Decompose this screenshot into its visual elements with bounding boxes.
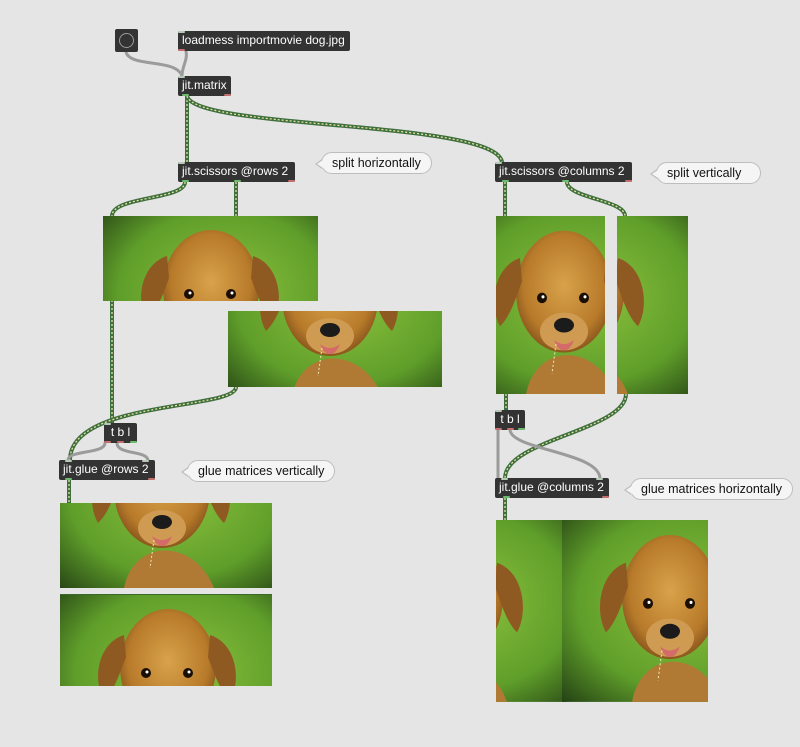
outlet[interactable] [625, 180, 632, 182]
inlet[interactable] [178, 162, 185, 164]
inlet[interactable] [65, 460, 72, 462]
pwindow-glued-columns[interactable] [496, 520, 708, 702]
outlet[interactable] [234, 180, 241, 182]
jit-scissors-rows-object[interactable]: jit.scissors @rows 2 [178, 162, 295, 182]
outlet[interactable] [182, 94, 189, 96]
cord-right-half-to-glue-stripe [504, 393, 627, 479]
cord-scissors-rows-out1-stripe [111, 181, 186, 217]
jit-glue-columns-object[interactable]: jit.glue @columns 2 [495, 478, 609, 498]
outlet[interactable] [507, 428, 514, 430]
object-label: jit.scissors @rows 2 [182, 164, 289, 178]
comment-glue-horizontally: glue matrices horizontally [623, 478, 794, 500]
outlet[interactable] [224, 94, 231, 96]
pwindow-top-half[interactable] [103, 216, 318, 301]
pwindow-bottom-half[interactable] [228, 311, 442, 387]
loadmess-message[interactable]: loadmess importmovie dog.jpg [178, 31, 350, 51]
object-label: jit.glue @columns 2 [499, 480, 604, 494]
cord-matrix-to-scissors-columns-stripe [186, 95, 503, 163]
jit-scissors-columns-object[interactable]: jit.scissors @columns 2 [495, 162, 632, 182]
object-label: loadmess importmovie dog.jpg [182, 33, 345, 47]
outlet[interactable] [503, 496, 510, 498]
cord-loadmess-to-matrix[interactable] [180, 49, 188, 78]
cord-right-half-to-glue[interactable] [503, 392, 628, 480]
outlet[interactable] [502, 180, 509, 182]
outlet[interactable] [65, 478, 72, 480]
bang-button[interactable] [115, 29, 138, 52]
inlet[interactable] [142, 460, 149, 462]
outlet[interactable] [518, 428, 525, 430]
bang-icon [119, 33, 134, 48]
comment-glue-vertically: glue matrices vertically [180, 460, 336, 482]
trigger-left-object[interactable]: t b l [104, 423, 137, 443]
cord-trigger-list-left[interactable] [115, 441, 150, 462]
cord-scissors-columns-out2-stripe [566, 181, 626, 217]
outlet[interactable] [130, 441, 137, 443]
outlet[interactable] [182, 180, 189, 182]
object-label: jit.glue @rows 2 [63, 462, 149, 476]
inlet[interactable] [178, 31, 185, 33]
inlet[interactable] [178, 76, 185, 78]
inlet[interactable] [501, 478, 508, 480]
trigger-right-object[interactable]: t b l [495, 410, 525, 430]
pwindow-glued-rows[interactable] [60, 503, 272, 686]
outlet[interactable] [104, 441, 111, 443]
cord-bang-to-matrix[interactable] [124, 50, 184, 78]
outlet[interactable] [495, 428, 502, 430]
outlet[interactable] [178, 49, 185, 51]
jit-glue-rows-object[interactable]: jit.glue @rows 2 [59, 460, 155, 480]
cord-scissors-columns-out2[interactable] [565, 180, 627, 218]
outlet[interactable] [117, 441, 124, 443]
object-label: jit.matrix [182, 78, 227, 92]
jit-matrix-object[interactable]: jit.matrix [178, 76, 231, 96]
outlet[interactable] [562, 180, 569, 182]
cord-trigger-list-right[interactable] [508, 428, 602, 480]
inlet[interactable] [104, 423, 111, 425]
cord-bottom-half-to-glue-stripe [69, 386, 237, 461]
object-label: t b l [110, 425, 131, 439]
comment-split-vertically: split vertically [650, 162, 761, 184]
inlet[interactable] [596, 478, 603, 480]
object-label: jit.scissors @columns 2 [499, 164, 625, 178]
cord-trigger-bang-left[interactable] [66, 441, 107, 462]
inlet[interactable] [495, 410, 502, 412]
pwindow-right-half[interactable] [617, 216, 717, 394]
comment-split-horizontally: split horizontally [315, 152, 432, 174]
outlet[interactable] [148, 478, 155, 480]
object-label: t b l [500, 412, 520, 426]
outlet[interactable] [602, 496, 609, 498]
pwindow-left-half[interactable] [496, 216, 605, 394]
inlet[interactable] [495, 162, 502, 164]
outlet[interactable] [288, 180, 295, 182]
cord-scissors-rows-out1[interactable] [110, 180, 187, 218]
